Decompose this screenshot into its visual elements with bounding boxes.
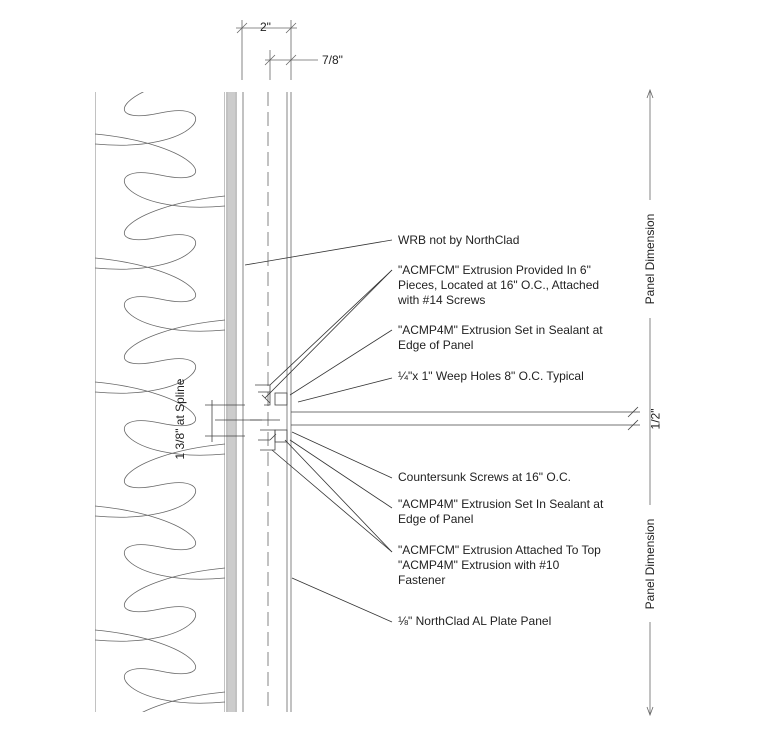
callout-countersunk-screws: Countersunk Screws at 16" O.C. (398, 470, 571, 484)
insulation-loop (95, 92, 197, 146)
dimension-7-8in (264, 50, 318, 80)
insulation-loop (95, 505, 225, 580)
insulation-loop (95, 195, 225, 270)
callout-plate-panel: ⅛" NorthClad AL Plate Panel (398, 614, 552, 628)
callout-acmfcm-attached: "ACMFCM" Extrusion Attached To Top "ACMP… (398, 543, 601, 587)
panel-dimension-line (646, 88, 654, 717)
insulation-batt (95, 92, 225, 712)
insulation-loop (95, 133, 225, 208)
wrb-layer (226, 92, 237, 712)
panel-dimension-bottom-label: Panel Dimension (643, 518, 657, 610)
spline-joint (205, 384, 640, 451)
callout-acmp4m-bottom: "ACMP4M" Extrusion Set In Sealant at Edg… (398, 497, 604, 526)
dimension-7-8in-label: 7/8" (322, 53, 343, 67)
joint-dimension-label: 1/2" (648, 408, 663, 430)
callout-acmp4m-top: "ACMP4M" Extrusion Set in Sealant at Edg… (398, 323, 603, 352)
insulation-loop (95, 319, 225, 394)
dimension-2in-label: 2" (260, 20, 271, 34)
insulation-loop (95, 443, 225, 518)
spline-dimension-label: 1 3/8" at Spline (173, 378, 187, 460)
insulation-loop (95, 567, 225, 642)
dimension-2in (236, 20, 297, 80)
callout-wrb: WRB not by NorthClad (398, 233, 520, 247)
insulation-loop (142, 691, 225, 712)
insulation-loop (95, 257, 225, 332)
insulation-loop (95, 381, 225, 456)
callout-acmfcm-extrusion: "ACMFCM" Extrusion Provided In 6" Pieces… (398, 263, 600, 307)
leader-lines (244, 239, 393, 623)
insulation-loop (95, 629, 225, 704)
callout-weep-holes: ¼"x 1" Weep Holes 8" O.C. Typical (398, 369, 584, 383)
panel-dimension-top-label: Panel Dimension (643, 213, 657, 305)
